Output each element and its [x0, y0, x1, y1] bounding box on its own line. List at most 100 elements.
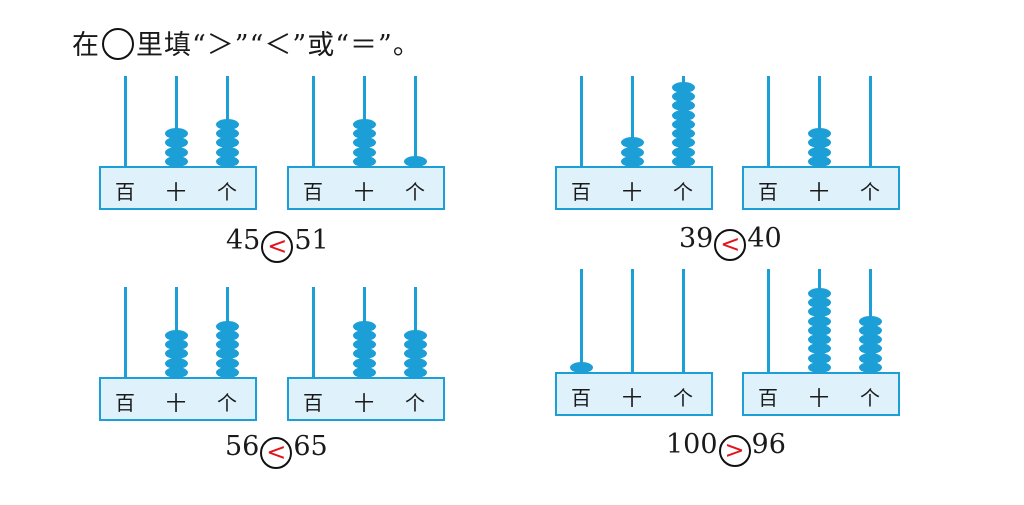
bead — [352, 118, 376, 130]
place-label-tens: 十 — [809, 386, 829, 410]
rod-hundreds — [579, 269, 583, 374]
bead — [858, 352, 882, 364]
place-label-hundreds: 百 — [571, 180, 591, 204]
rod-hundreds — [311, 287, 315, 379]
rod-tens — [174, 76, 178, 168]
bead — [164, 137, 188, 149]
instruction-after: 里填“＞”“＜”或“＝”。 — [136, 30, 421, 61]
instruction-before: 在 — [72, 30, 100, 61]
rod-hundreds — [766, 76, 770, 168]
place-label-tens: 十 — [354, 391, 374, 415]
place-label-ones: 个 — [860, 386, 880, 410]
rod-ones — [413, 76, 417, 168]
place-label-ones: 个 — [217, 180, 237, 204]
bead — [215, 348, 239, 360]
bead — [403, 367, 427, 378]
bead — [807, 296, 831, 308]
bead — [807, 324, 831, 336]
bead — [215, 367, 239, 378]
bead — [164, 357, 188, 369]
bead — [620, 137, 644, 149]
bead — [403, 348, 427, 360]
bead — [403, 329, 427, 341]
abacus-39: 百十个 — [555, 60, 713, 210]
place-label-ones: 个 — [860, 180, 880, 204]
place-label-ones: 个 — [405, 391, 425, 415]
place-label-tens: 十 — [166, 391, 186, 415]
abacus-45: 百十个 — [99, 60, 257, 210]
bead — [858, 343, 882, 355]
place-label-hundreds: 百 — [115, 180, 135, 204]
bead — [807, 146, 831, 158]
place-label-tens: 十 — [622, 386, 642, 410]
abacus-51: 百十个 — [287, 60, 445, 210]
answer-circle-icon — [102, 28, 134, 60]
place-label-tens: 十 — [166, 180, 186, 204]
rod-tens — [630, 76, 634, 168]
bead — [164, 348, 188, 360]
rod-hundreds — [579, 76, 583, 168]
bead — [403, 357, 427, 369]
abacus-56: 百十个 — [99, 271, 257, 421]
place-label-hundreds: 百 — [303, 180, 323, 204]
bead — [352, 348, 376, 360]
bead — [807, 343, 831, 355]
comparison-4: 100>96 — [666, 428, 786, 467]
bead — [671, 81, 695, 93]
bead — [164, 367, 188, 378]
bead — [352, 156, 376, 167]
place-label-ones: 个 — [673, 180, 693, 204]
left-number: 56 — [225, 431, 260, 462]
bead — [215, 128, 239, 140]
abacus-base: 百十个 — [99, 166, 257, 210]
rod-hundreds — [123, 76, 127, 168]
left-number: 100 — [666, 429, 718, 460]
bead — [807, 287, 831, 299]
bead — [620, 156, 644, 167]
bead — [671, 146, 695, 158]
bead — [620, 146, 644, 158]
place-label-ones: 个 — [673, 386, 693, 410]
bead — [164, 128, 188, 140]
bead — [807, 315, 831, 327]
bead — [352, 128, 376, 140]
comparison-3: 56<65 — [225, 430, 328, 469]
bead — [671, 156, 695, 167]
bead — [352, 339, 376, 351]
abacus-65: 百十个 — [287, 271, 445, 421]
abacus-base: 百十个 — [555, 166, 713, 210]
bead — [215, 357, 239, 369]
bead — [164, 156, 188, 167]
place-label-tens: 十 — [809, 180, 829, 204]
bead — [807, 362, 831, 373]
abacus-96: 百十个 — [742, 266, 900, 416]
bead — [352, 329, 376, 341]
bead — [352, 357, 376, 369]
rod-tens — [817, 76, 821, 168]
right-number: 40 — [747, 223, 782, 254]
rod-hundreds — [766, 269, 770, 374]
abacus-base: 百十个 — [99, 377, 257, 421]
bead — [215, 137, 239, 149]
place-label-ones: 个 — [217, 391, 237, 415]
left-number: 39 — [679, 223, 714, 254]
instruction-text: 在 里填“＞”“＜”或“＝”。 — [72, 26, 421, 66]
place-label-hundreds: 百 — [758, 180, 778, 204]
bead — [671, 128, 695, 140]
bead — [807, 137, 831, 149]
bead — [858, 324, 882, 336]
bead — [352, 137, 376, 149]
bead — [352, 146, 376, 158]
bead — [858, 362, 882, 373]
abacus-100: 百十个 — [555, 266, 713, 416]
answer-symbol: < — [260, 437, 293, 469]
place-label-tens: 十 — [622, 180, 642, 204]
answer-symbol: < — [714, 229, 747, 261]
rod-hundreds — [123, 287, 127, 379]
left-number: 45 — [226, 225, 261, 256]
comparison-1: 45<51 — [226, 224, 329, 263]
abacus-base: 百十个 — [742, 372, 900, 416]
abacus-base: 百十个 — [287, 166, 445, 210]
bead — [807, 306, 831, 318]
bead — [164, 339, 188, 351]
